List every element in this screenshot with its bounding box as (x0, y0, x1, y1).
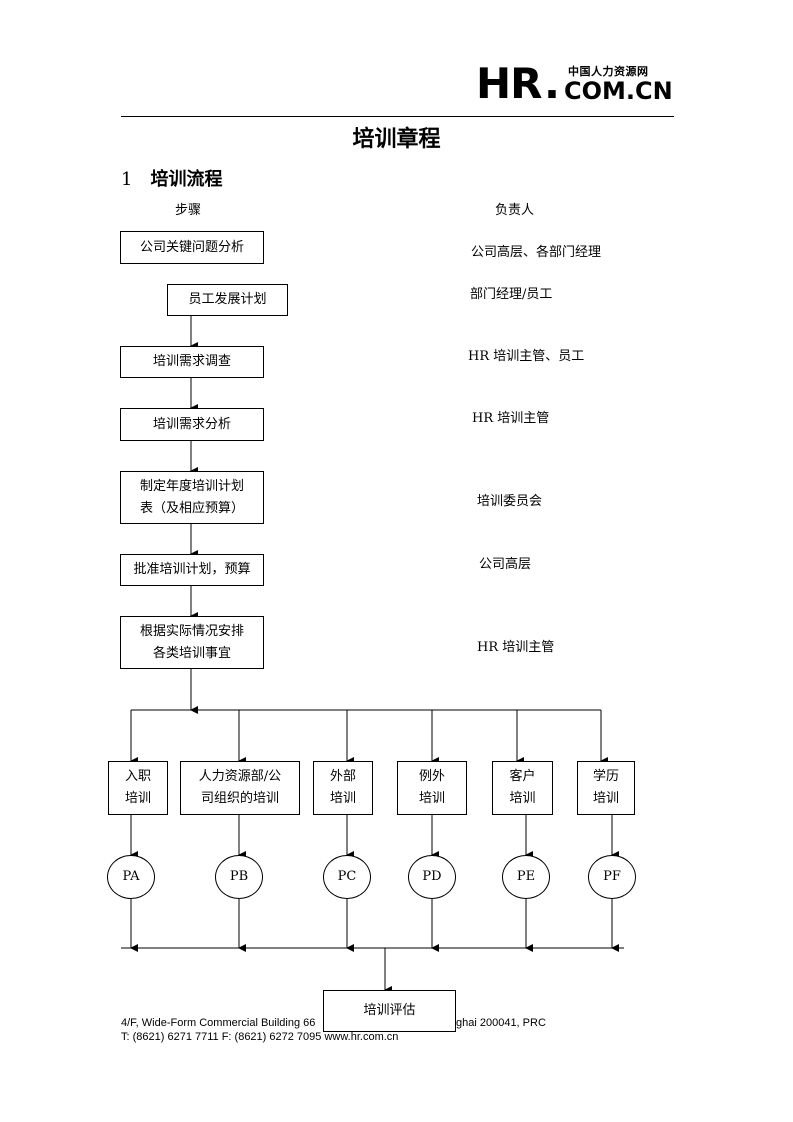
training-type-line2: 培训 (418, 791, 445, 806)
step-box-annual-plan: 制定年度培训计划 表（及相应预算） (120, 471, 264, 524)
responsible-label: HR 培训主管 (472, 411, 550, 426)
steps-column-header: 步骤 (175, 203, 202, 218)
training-code-circle: PA (107, 855, 155, 899)
hr-com-cn-logo: HR . 中国人力资源网 COM.CN (476, 59, 673, 108)
training-type-line1: 客户 (509, 769, 536, 784)
training-type-line2: 培训 (124, 791, 151, 806)
training-type-line1: 入职 (124, 769, 151, 784)
training-type-line1: 人力资源部/公 (198, 769, 282, 784)
step-box-approve-plan: 批准培训计划，预算 (120, 554, 264, 586)
training-type-box: 客户 培训 (492, 761, 553, 815)
step-box-employee-development-plan: 员工发展计划 (167, 284, 288, 316)
footer-contact: T: (8621) 6271 7711 F: (8621) 6272 7095 … (121, 1031, 399, 1043)
step-label: 批准培训计划，预算 (133, 562, 251, 577)
step-box-needs-survey: 培训需求调查 (120, 346, 264, 378)
responsible-label: 公司高层、各部门经理 (471, 245, 602, 260)
responsible-column-header: 负责人 (495, 203, 535, 218)
training-type-line1: 学历 (592, 769, 619, 784)
header-rule (121, 116, 674, 117)
training-type-box: 外部 培训 (313, 761, 373, 815)
step-label: 培训需求调查 (152, 354, 231, 369)
step-label-line2: 表（及相应预算） (139, 500, 244, 516)
training-type-box: 例外 培训 (397, 761, 467, 815)
training-type-line1: 外部 (329, 769, 356, 784)
responsible-label: 部门经理/员工 (470, 287, 553, 302)
training-type-box: 人力资源部/公 司组织的培训 (180, 761, 300, 815)
logo-hr-text: HR (476, 59, 542, 108)
training-code-circle: PB (215, 855, 263, 899)
responsible-label: 培训委员会 (477, 494, 543, 509)
step-label-line1: 根据实际情况安排 (139, 623, 244, 639)
logo-chinese-name: 中国人力资源网 (568, 65, 649, 78)
responsible-label: HR 培训主管 (477, 640, 555, 655)
section-number: 1 (121, 169, 133, 190)
training-type-line2: 培训 (592, 791, 619, 806)
logo-domain: COM.CN (564, 77, 673, 105)
training-code-circle: PD (408, 855, 456, 899)
step-box-training-evaluation: 培训评估 (323, 990, 456, 1032)
evaluation-label: 培训评估 (363, 1003, 416, 1018)
responsible-label: 公司高层 (479, 557, 532, 572)
section-heading: 1 培训流程 (121, 168, 222, 192)
step-box-key-issue-analysis: 公司关键问题分析 (120, 231, 264, 264)
footer-address-tail: ghai 200041, PRC (456, 1017, 546, 1029)
training-type-line1: 例外 (418, 769, 445, 784)
training-code-circle: PC (323, 855, 371, 899)
training-code-circle: PE (502, 855, 550, 899)
responsible-label: HR 培训主管、员工 (468, 349, 585, 364)
step-label: 员工发展计划 (188, 292, 267, 307)
training-code-circle: PF (588, 855, 636, 899)
step-label-line2: 各类培训事宜 (152, 645, 231, 661)
page-title: 培训章程 (352, 126, 441, 152)
step-box-needs-analysis: 培训需求分析 (120, 408, 264, 441)
step-label: 公司关键问题分析 (139, 239, 244, 255)
footer-address: 4/F, Wide-Form Commercial Building 66 (121, 1017, 315, 1030)
training-type-line2: 培训 (329, 791, 356, 806)
step-label-line1: 制定年度培训计划 (139, 478, 244, 494)
training-type-box: 学历 培训 (577, 761, 635, 815)
training-type-line2: 培训 (509, 791, 536, 806)
step-box-arrange-training: 根据实际情况安排 各类培训事宜 (120, 616, 264, 669)
footer-address-text: 4/F, Wide-Form Commercial Building 66 (121, 1017, 316, 1029)
section-title: 培训流程 (150, 169, 223, 190)
training-type-line2: 司组织的培训 (200, 791, 279, 806)
logo-dot: . (544, 59, 560, 108)
step-label: 培训需求分析 (152, 416, 231, 432)
training-type-box: 入职 培训 (108, 761, 168, 815)
